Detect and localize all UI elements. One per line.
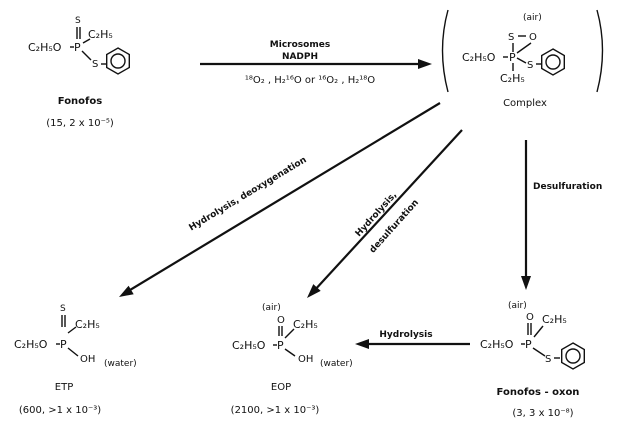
fonofos-values: (15, 2 x 10⁻⁵) bbox=[46, 118, 114, 129]
eop-ethoxy: C₂H₅O bbox=[232, 339, 266, 352]
complex-benzene-ring bbox=[541, 48, 565, 76]
etp-ethyl: C₂H₅ bbox=[75, 318, 100, 331]
label-oxygen-isotopes: ¹⁸O₂ , H₂¹⁶O or ¹⁶O₂ , H₂¹⁸O bbox=[245, 75, 375, 86]
deoxygenation-arrowhead bbox=[119, 285, 134, 297]
arrow-microsomes: Microsomes NADPH ¹⁸O₂ , H₂¹⁶O or ¹⁶O₂ , … bbox=[200, 40, 432, 86]
oxon-benzene-ring bbox=[561, 342, 585, 370]
desulfuration-diagonal-arrow-line bbox=[312, 129, 463, 293]
complex-o: O bbox=[529, 32, 537, 43]
arrow-hydrolysis-desulfuration: Hydrolysis, desulfuration bbox=[307, 129, 463, 298]
eop-water: (water) bbox=[320, 359, 353, 369]
label-hydrolysis: Hydrolysis bbox=[379, 330, 432, 340]
fonofos-benzene-ring bbox=[105, 47, 131, 75]
eop-p-oh-bond bbox=[284, 348, 296, 357]
fonofos-p-et-bond bbox=[82, 38, 91, 44]
oxon-values: (3, 3 x 10⁻⁸) bbox=[512, 408, 573, 419]
complex-p-s-bond bbox=[516, 57, 527, 64]
etp-water: (water) bbox=[104, 359, 137, 369]
complex-name: Complex bbox=[503, 98, 547, 109]
molecule-fonofos-oxon: (air) O C₂H₅ C₂H₅O P S Fonofos - oxon (3… bbox=[480, 301, 585, 419]
oxon-p-s-bond bbox=[532, 347, 546, 357]
etp-p-oh-bond bbox=[67, 347, 79, 357]
eop-hydroxyl: OH bbox=[298, 354, 313, 365]
complex-s: S bbox=[508, 32, 514, 43]
oxon-ethyl: C₂H₅ bbox=[542, 313, 567, 326]
arrow-hydrolysis: Hydrolysis bbox=[355, 330, 470, 349]
etp-hydroxyl: OH bbox=[80, 354, 95, 365]
etp-thiono-s: S bbox=[60, 304, 66, 314]
etp-ethoxy: C₂H₅O bbox=[14, 338, 48, 351]
complex-right-bracket bbox=[596, 9, 604, 93]
molecule-eop: (air) O C₂H₅ C₂H₅O P OH (water) EOP (210… bbox=[231, 303, 353, 416]
oxon-air: (air) bbox=[508, 301, 527, 311]
fonofos-thio-s: S bbox=[92, 59, 98, 70]
oxon-ethoxy: C₂H₅O bbox=[480, 338, 514, 351]
eop-values: (2100, >1 x 10⁻³) bbox=[231, 405, 320, 416]
fonofos-thiono-s: S bbox=[75, 16, 81, 26]
label-nadph: NADPH bbox=[282, 52, 318, 62]
oxon-p-et-bond bbox=[533, 325, 544, 338]
etp-values: (600, >1 x 10⁻³) bbox=[19, 405, 101, 416]
fonofos-ethyl: C₂H₅ bbox=[88, 28, 113, 41]
etp-name: ETP bbox=[55, 382, 73, 393]
oxon-thio-s: S bbox=[545, 354, 551, 365]
oxon-phosphorus: P bbox=[525, 338, 532, 351]
desulfuration-arrowhead bbox=[521, 276, 531, 290]
arrow-desulfuration: Desulfuration bbox=[521, 140, 602, 290]
etp-p-et-bond bbox=[67, 326, 77, 334]
oxon-phosphoryl-o: O bbox=[526, 312, 534, 323]
fonofos-name: Fonofos bbox=[58, 96, 103, 107]
complex-air: (air) bbox=[523, 13, 542, 23]
complex-ethoxy: C₂H₅O bbox=[462, 51, 496, 64]
hydrolysis-arrowhead bbox=[355, 339, 369, 349]
label-desulfuration: Desulfuration bbox=[533, 182, 602, 192]
complex-o-p-bond bbox=[516, 42, 532, 54]
complex-left-bracket bbox=[441, 9, 449, 93]
fonofos-ethoxy: C₂H₅O bbox=[28, 41, 62, 54]
molecule-etp: S C₂H₅ C₂H₅O P OH (water) ETP (600, >1 x… bbox=[14, 304, 137, 416]
eop-air: (air) bbox=[262, 303, 281, 313]
label-microsomes: Microsomes bbox=[270, 40, 330, 50]
complex-phosphorus: P bbox=[509, 51, 516, 64]
desulfuration-diagonal-arrowhead bbox=[307, 284, 321, 298]
microsomes-arrowhead bbox=[418, 59, 432, 69]
molecule-fonofos: S C₂H₅ C₂H₅O P S Fonofos (15, 2 x 10⁻⁵) bbox=[28, 16, 131, 129]
eop-p-et-bond bbox=[284, 328, 295, 339]
complex-thio-s: S bbox=[527, 60, 533, 71]
fonofos-phosphorus: P bbox=[74, 41, 81, 54]
complex-ethyl: C₂H₅ bbox=[500, 72, 525, 85]
etp-phosphorus: P bbox=[60, 338, 67, 351]
eop-phosphorus: P bbox=[277, 339, 284, 352]
deoxygenation-arrow-line bbox=[124, 102, 441, 294]
molecule-complex: (air) S O C₂H₅O P S C₂H₅ Complex bbox=[441, 9, 604, 109]
eop-ethyl: C₂H₅ bbox=[293, 318, 318, 331]
oxon-name: Fonofos - oxon bbox=[497, 387, 580, 398]
eop-name: EOP bbox=[271, 382, 291, 393]
fonofos-p-s-bond bbox=[81, 50, 92, 61]
eop-phosphoryl-o: O bbox=[277, 315, 285, 326]
